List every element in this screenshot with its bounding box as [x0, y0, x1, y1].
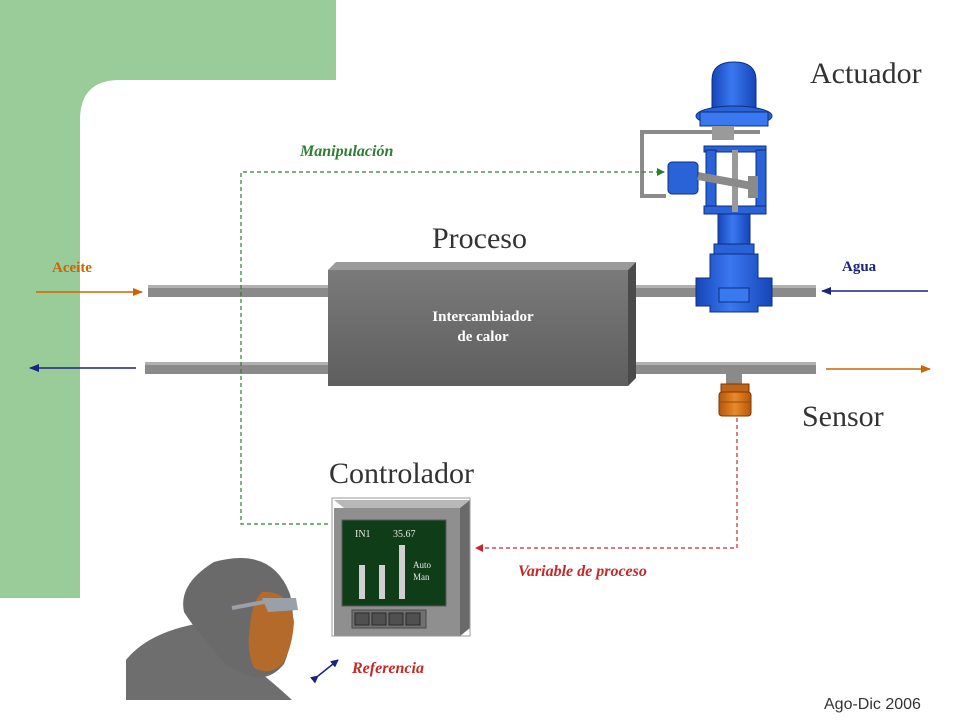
controller-key	[388, 612, 404, 626]
controller-key	[371, 612, 387, 626]
reference-arrow-icon	[310, 659, 339, 684]
display-value: 35.67	[393, 529, 416, 540]
heat-exchanger-label-line1: Intercambiador	[432, 309, 534, 325]
controller-key	[405, 612, 421, 626]
heat-exchanger-label-line2: de calor	[457, 329, 509, 345]
temperature-sensor-icon	[718, 374, 752, 417]
green-panel	[0, 0, 336, 598]
manipulation-signal-line	[240, 168, 665, 525]
water-label: Agua	[842, 259, 877, 275]
oil-label: Aceite	[52, 260, 92, 276]
display-mode-auto: Auto	[413, 560, 432, 570]
controller-label: Controlador	[329, 457, 474, 490]
process-variable-label: Variable de proceso	[518, 563, 647, 580]
controller-key	[354, 612, 370, 626]
heat-exchanger-label: Intercambiador de calor	[378, 307, 588, 347]
operator-person-icon	[126, 558, 298, 700]
sensor-label: Sensor	[802, 400, 884, 433]
heat-exchanger	[328, 262, 636, 386]
process-label: Proceso	[432, 222, 527, 255]
process-variable-signal-line	[475, 418, 738, 552]
footer-date: Ago-Dic 2006	[824, 696, 921, 713]
manipulation-label: Manipulación	[300, 143, 394, 160]
display-channel: IN1	[355, 529, 371, 540]
controller-unit	[331, 497, 471, 637]
reference-label: Referencia	[352, 660, 424, 677]
control-valve-icon	[640, 61, 773, 313]
display-mode-man: Man	[413, 572, 430, 582]
actuator-label: Actuador	[810, 57, 922, 90]
